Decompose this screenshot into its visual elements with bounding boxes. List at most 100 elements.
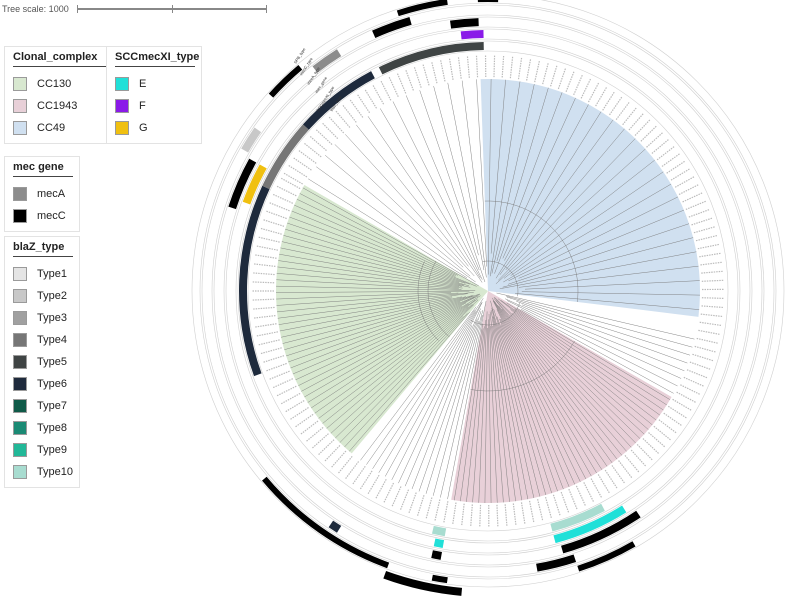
ring-boundary [223, 26, 753, 556]
legend-swatch [13, 209, 27, 223]
legend-item: Type8 [13, 417, 73, 439]
leaf-label [618, 460, 633, 479]
branch [454, 399, 471, 501]
branch [385, 391, 433, 477]
branch [513, 313, 574, 365]
leaf-label [352, 465, 366, 485]
leaf-label [375, 478, 387, 499]
leaf-label [284, 400, 305, 413]
branch [460, 390, 476, 502]
leaf-label [517, 57, 523, 80]
annotation-block [302, 71, 375, 130]
branch [503, 87, 549, 237]
branch [276, 294, 434, 306]
leaf-label [699, 321, 722, 327]
branch [418, 282, 463, 289]
annotation-block [262, 476, 390, 569]
branch [517, 308, 566, 338]
annotation-rings [191, 0, 785, 588]
legend-item: Type1 [13, 263, 73, 285]
leaf-label [604, 469, 618, 489]
branch [325, 155, 420, 235]
branch [470, 323, 483, 400]
leaf-label [587, 82, 600, 103]
branch [504, 328, 575, 485]
legend-item: Type4 [13, 329, 73, 351]
branch [613, 183, 672, 219]
branch [408, 249, 458, 276]
leaf-label [699, 252, 722, 258]
ring-boundary [199, 2, 777, 580]
branch [425, 408, 453, 494]
branch [526, 138, 636, 252]
legend-item: Type2 [13, 285, 73, 307]
branch [489, 311, 499, 389]
leaf-label [342, 104, 357, 123]
branch [285, 228, 363, 254]
branch [283, 235, 437, 278]
branch [367, 116, 425, 199]
branch [295, 326, 412, 381]
leaf-label [512, 503, 517, 526]
branch [290, 310, 438, 369]
branch [622, 280, 700, 285]
branch [379, 306, 469, 378]
leaf-label [324, 445, 341, 462]
branch [508, 262, 574, 285]
leaf-label [701, 305, 724, 309]
leaf-label [672, 398, 692, 411]
branch [276, 273, 362, 281]
leaf-label [268, 202, 290, 212]
leaf-label [258, 339, 280, 346]
leaf-label [262, 219, 285, 227]
leaf-label [328, 116, 345, 134]
annotation-block [460, 30, 484, 40]
leaf-label [452, 502, 457, 525]
branch [468, 234, 486, 283]
branch [326, 341, 429, 429]
branch [503, 217, 614, 283]
branch [436, 316, 464, 344]
leaf-label [663, 412, 683, 427]
leaf-label [701, 297, 724, 300]
leaf-label [425, 497, 433, 519]
branch [483, 204, 487, 267]
legend-label: Type8 [37, 422, 67, 434]
tree-scale: Tree scale: 1000 [2, 4, 267, 14]
branch [334, 144, 454, 258]
leaf-label [682, 192, 703, 203]
leaf-label [602, 91, 615, 111]
leaf-label [475, 55, 479, 78]
branch [307, 330, 424, 403]
branch-arc [482, 260, 519, 297]
annotation-block [238, 185, 270, 377]
branch [419, 90, 470, 235]
legend-clonal-complex-title: Clonal_complex [13, 51, 109, 67]
branch [521, 325, 636, 444]
branch [344, 339, 444, 448]
leaf-label [697, 243, 720, 250]
branch [525, 307, 682, 379]
branch [474, 326, 485, 417]
leaf-label [305, 426, 324, 442]
leaf-label [691, 217, 713, 226]
branch [505, 196, 568, 271]
leaf-label [666, 160, 686, 174]
branch [346, 283, 462, 290]
annotation-block [312, 49, 342, 73]
branch [554, 237, 694, 274]
branch [378, 344, 457, 473]
leaf-label [391, 486, 402, 507]
branch [497, 324, 502, 338]
clade-sectors [276, 79, 700, 503]
leaf-label [311, 433, 329, 449]
branch [496, 316, 528, 404]
branch [572, 223, 690, 263]
branch [521, 291, 630, 294]
annotation-block [550, 503, 605, 532]
branch [419, 234, 471, 277]
leaf-label [557, 67, 567, 90]
sector-cc49 [480, 79, 700, 317]
branch [548, 310, 691, 356]
branch [440, 434, 456, 498]
